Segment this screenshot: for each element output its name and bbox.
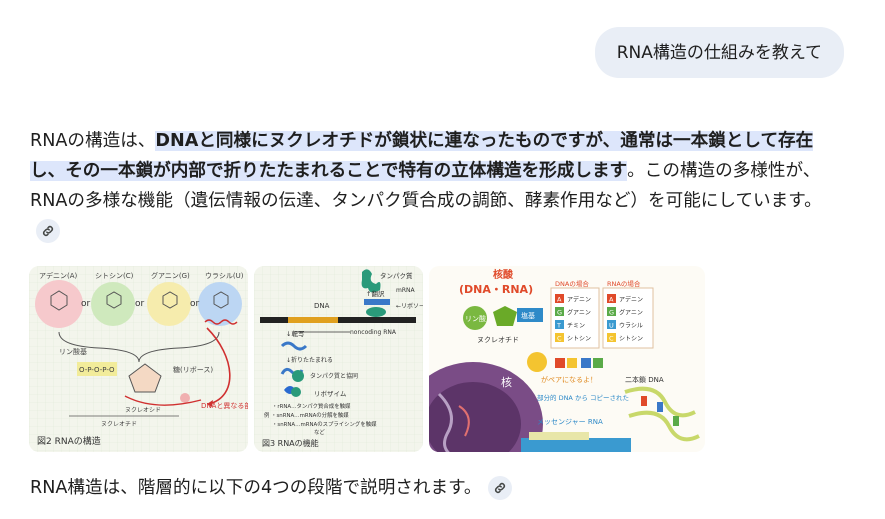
link-icon [494, 482, 505, 494]
dna-base-letter: T [556, 322, 561, 330]
nucleotide-text: ヌクレオチド [477, 336, 519, 344]
dna-base-swatch [555, 307, 564, 316]
rna-base-swatch [607, 333, 616, 342]
guanine-label: グアニン(G) [151, 271, 190, 280]
protein-label: タンパク質 [380, 271, 413, 280]
nucleoside-label: ヌクレオシド [125, 407, 161, 414]
rna-base-name: ウラシル [619, 322, 643, 330]
transcription-label: ↓転写 [286, 330, 304, 338]
pair-text: がペアになるよ！ [541, 375, 597, 384]
response-text-end: 。この構造の多様性が、RNAの多様な機能（遺伝情報の伝達、タンパク質合成の調節、… [30, 161, 822, 211]
image-rna-structure[interactable]: アデニン(A) シトシン(C) グアニン(G) ウラシル(U) or or or… [29, 266, 248, 452]
dna-case-label: DNAの場合 [555, 279, 589, 288]
rna-base-name: シトシン [619, 336, 643, 343]
citation-chip-2[interactable] [487, 476, 512, 500]
example-1: ・rRNA…タンパク質合成を触媒 [272, 402, 351, 410]
base-text: 塩基 [521, 311, 535, 320]
response-paragraph-1: RNAの構造は、DNAと同様にヌクレオチドが鎖状に連なったものですが、通常は一本… [30, 126, 845, 246]
sugar-label: 糖(リボース) [173, 365, 213, 374]
dna-base-swatch [555, 320, 564, 329]
response-text-2: RNA構造は、階層的に以下の4つの段階で説明されます。 [30, 478, 482, 498]
nucleic-title-2: (DNA・RNA) [459, 283, 533, 296]
rna-base-swatch [607, 294, 616, 303]
rna-case-label: RNAの場合 [607, 279, 641, 288]
bind-label: タンパク質と協同 [310, 372, 358, 380]
rna-base-swatch [607, 307, 616, 316]
rna-base-list: A アデニン G グアニン U ウラシル C シトシン [607, 294, 643, 343]
rna-base-letter: G [609, 309, 614, 317]
diff-label: DNAと異なる部分 [201, 401, 248, 410]
rna-base-letter: A [609, 296, 614, 304]
fold-label: ↓折りたたまれる [286, 356, 333, 364]
double-strand-label: 二本鎖 DNA [625, 375, 664, 384]
example-etc: など [314, 428, 325, 436]
dna-base-name: シトシン [567, 336, 591, 343]
example-2: 例 ・snRNA…mRNAの分解を触媒 [264, 411, 349, 419]
dna-base-swatch [555, 294, 564, 303]
translation-label: ↑翻訳 [366, 289, 385, 298]
dna-base-letter: G [557, 309, 562, 317]
nucleotide-label: ヌクレオチド [101, 421, 137, 428]
dna-base-letter: A [557, 296, 562, 304]
user-message-text: RNA構造の仕組みを教えて [616, 43, 822, 63]
dna-base-swatch [555, 333, 564, 342]
dna-base-list: A アデニン G グアニン T チミン C シトシン [555, 294, 591, 343]
ribosome-label: ←リボソーム [396, 302, 423, 310]
phosphate-label: リン酸基 [59, 347, 87, 356]
or-label-2: or [135, 299, 145, 309]
ribozyme-label: リボザイム [314, 390, 347, 398]
rna-base-swatch [607, 320, 616, 329]
rna-base-name: グアニン [619, 309, 643, 317]
image-1-caption: 図2 RNAの構造 [37, 435, 101, 447]
or-label-3: or [190, 299, 200, 309]
adenine-label: アデニン(A) [39, 271, 78, 280]
example-3: ・snRNA…mRNAのスプライシングを触媒 [272, 420, 377, 428]
nucleus-label: 核 [501, 375, 512, 389]
image-nucleic-acid[interactable]: 核酸 (DNA・RNA) リン酸 塩基 ヌクレオチド DNAの場合 RNAの場合… [429, 266, 705, 452]
rna-base-name: アデニン [619, 296, 643, 304]
cytosine-label: シトシン(C) [95, 272, 134, 280]
or-label-1: or [81, 299, 91, 309]
messenger-label: メッセンジャー RNA [537, 418, 603, 426]
user-message-bubble: RNA構造の仕組みを教えて [594, 27, 844, 78]
uracil-label: ウラシル(U) [205, 272, 244, 280]
response-text-start: RNAの構造は、 [30, 131, 156, 151]
image-rna-function[interactable]: タンパク質 ↑翻訳 mRNA ←リボソーム DNA ↓転写 noncoding … [254, 266, 423, 452]
phosphate-text: リン酸 [465, 314, 486, 323]
response-paragraph-2: RNA構造は、階層的に以下の4つの段階で説明されます。 [30, 473, 845, 503]
citation-chip[interactable] [36, 219, 60, 243]
dna-base-name: アデニン [567, 296, 591, 304]
image-2-caption: 図3 RNAの機能 [262, 438, 319, 448]
dna-base-name: チミン [567, 323, 585, 330]
noncoding-label: noncoding RNA [350, 329, 397, 336]
rna-base-letter: C [609, 335, 614, 343]
copied-label: 部分的 DNA から コピーされた [537, 393, 629, 402]
dna-label: DNA [314, 302, 330, 310]
link-icon [42, 225, 54, 237]
dna-base-name: グアニン [567, 309, 591, 317]
svg-text:O-P-O-P-O: O-P-O-P-O [79, 366, 115, 374]
dna-base-letter: C [557, 335, 562, 343]
mrna-label: mRNA [396, 287, 416, 294]
nucleic-title-1: 核酸 [493, 268, 514, 281]
rna-base-letter: U [609, 322, 614, 330]
